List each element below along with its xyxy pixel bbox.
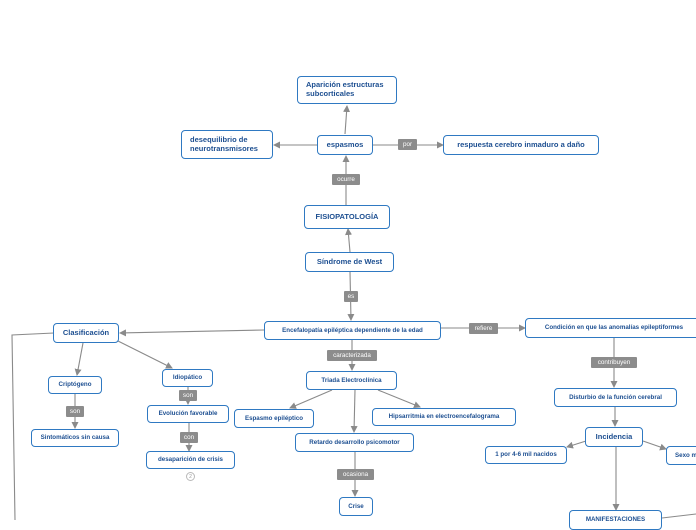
node-desaparicion-crisis[interactable]: desaparición de crisis	[146, 451, 235, 469]
node-evolucion-favorable[interactable]: Evolución favorable	[147, 405, 229, 423]
node-aparicion-estructuras[interactable]: Aparición estructuras subcorticales	[297, 76, 397, 104]
node-encefalopatia[interactable]: Encefalopatía epiléptica dependiente de …	[264, 321, 441, 340]
node-idiopatico[interactable]: Idiopático	[162, 369, 213, 387]
edge-clasif-down	[11, 332, 55, 520]
node-clasificacion[interactable]: Clasificación	[53, 323, 119, 343]
edge-espasmos-aparicion	[343, 105, 351, 135]
label-con: con	[180, 432, 198, 443]
node-triada-electroclinica[interactable]: Triada Electroclínica	[306, 371, 397, 390]
node-incidencia[interactable]: Incidencia	[585, 427, 643, 447]
edge-clasif-cripto	[74, 342, 84, 376]
label-son-criptogeno: son	[66, 406, 84, 417]
node-espasmos[interactable]: espasmos	[317, 135, 373, 155]
node-espasmo-epileptico[interactable]: Espasmo epiléptico	[234, 409, 314, 428]
edge-triada-espasmo	[289, 389, 333, 409]
node-fisiopatologia[interactable]: FISIOPATOLOGÍA	[304, 205, 390, 229]
node-manifestaciones[interactable]: MANIFESTACIONES	[569, 510, 662, 530]
edge-triada-hips	[377, 389, 421, 408]
label-caracterizada: caracterizada	[327, 350, 377, 361]
node-sindrome-west[interactable]: Síndrome de West	[305, 252, 394, 272]
node-condicion-anomalias[interactable]: Condición en que las anomalías epileptif…	[525, 318, 696, 338]
label-refiere: refiere	[469, 323, 498, 334]
node-hipsarritmia[interactable]: Hipsarritmia en electroencefalograma	[372, 408, 516, 426]
node-crise[interactable]: Crise	[339, 497, 373, 516]
node-retardo-desarrollo[interactable]: Retardo desarrollo psicomotor	[295, 433, 414, 452]
node-criptogeno[interactable]: Criptógeno	[48, 376, 102, 394]
label-ocasiona: ocasiona	[337, 469, 374, 480]
label-son-idiopatico: son	[179, 390, 197, 401]
collapsed-count-badge[interactable]: 2	[186, 472, 195, 481]
edge-manif-right	[661, 513, 696, 519]
edge-clasif-idio	[117, 340, 173, 369]
node-sexo[interactable]: Sexo m	[666, 446, 696, 465]
edge-incid-sexo	[642, 440, 667, 451]
node-por-nacidos[interactable]: 1 por 4-6 mil nacidos	[485, 446, 567, 464]
label-por: por	[398, 139, 417, 150]
label-es: es	[344, 291, 358, 302]
edge-incid-nacidos	[566, 440, 587, 449]
node-respuesta-cerebro[interactable]: respuesta cerebro inmaduro a daño	[443, 135, 599, 155]
label-contribuyen: contribuyen	[591, 357, 637, 368]
node-sintomaticos[interactable]: Sintomáticos sin causa	[31, 429, 119, 447]
node-disturbio-funcion[interactable]: Disturbio de la función cerebral	[554, 388, 677, 407]
node-desequilibrio-neurotransmisores[interactable]: desequilibrio de neurotransmisores	[181, 130, 273, 159]
label-ocurre: ocurre	[332, 174, 360, 185]
edge-encef-clasif	[119, 329, 265, 337]
edge-triada-retardo	[350, 389, 358, 433]
edge-sindrome-fisio	[345, 228, 353, 253]
